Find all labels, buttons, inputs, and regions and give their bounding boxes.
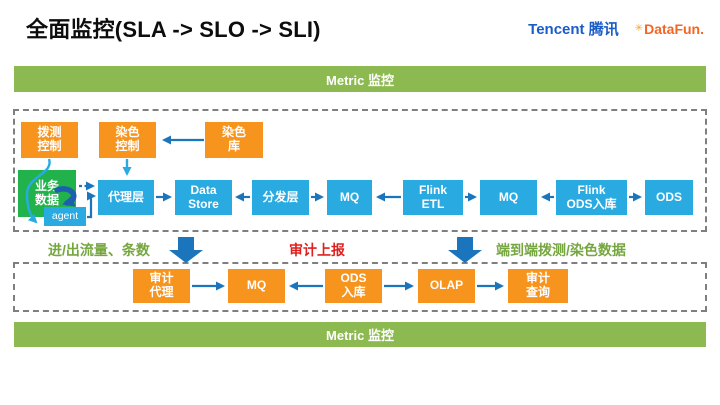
node-dye-library: 染色 库: [205, 122, 263, 158]
datafun-icon: ✳: [634, 23, 644, 34]
node-mq-1: MQ: [327, 180, 372, 215]
metric-bar-bottom-label: Metric 监控: [326, 328, 394, 343]
annotation-traffic-counts: 进/出流量、条数: [48, 242, 150, 258]
node-flink-ods-ingest: Flink ODS入库: [556, 180, 627, 215]
agent-badge: agent: [44, 207, 86, 226]
node-ods-ingest: ODS 入库: [325, 269, 382, 303]
datafun-logo-text: DataFun.: [644, 20, 704, 37]
node-flink-etl: Flink ETL: [403, 180, 463, 215]
node-dye-control: 染色 控制: [99, 122, 156, 158]
datafun-logo: ✳DataFun.: [635, 21, 704, 37]
tencent-logo: Tencent 腾讯: [528, 21, 619, 38]
node-olap: OLAP: [418, 269, 475, 303]
node-dial-test-control: 拨测 控制: [21, 122, 78, 158]
metric-bar-top: Metric 监控: [14, 66, 706, 92]
annotation-audit-report: 审计上报: [289, 242, 345, 258]
node-mq-2: MQ: [480, 180, 537, 215]
fat-down-arrow-right: [448, 237, 482, 263]
logo-group: Tencent 腾讯 ✳DataFun.: [528, 18, 704, 39]
metric-bar-bottom: Metric 监控: [14, 322, 706, 347]
node-mq-audit: MQ: [228, 269, 285, 303]
metric-bar-top-label: Metric 监控: [326, 72, 394, 88]
node-audit-agent: 审计 代理: [133, 269, 190, 303]
fat-down-arrow-left: [169, 237, 203, 263]
node-data-store: Data Store: [175, 180, 232, 215]
node-audit-query: 审计 查询: [508, 269, 568, 303]
upper-flow-frame: [13, 109, 707, 232]
node-distribution-layer: 分发层: [252, 180, 309, 215]
page-title: 全面监控(SLA -> SLO -> SLI): [26, 17, 321, 42]
lower-flow-frame: [13, 262, 707, 312]
node-ods: ODS: [645, 180, 693, 215]
annotation-e2e-dye-data: 端到端拨测/染色数据: [496, 242, 626, 258]
node-proxy-layer: 代理层: [98, 180, 154, 215]
